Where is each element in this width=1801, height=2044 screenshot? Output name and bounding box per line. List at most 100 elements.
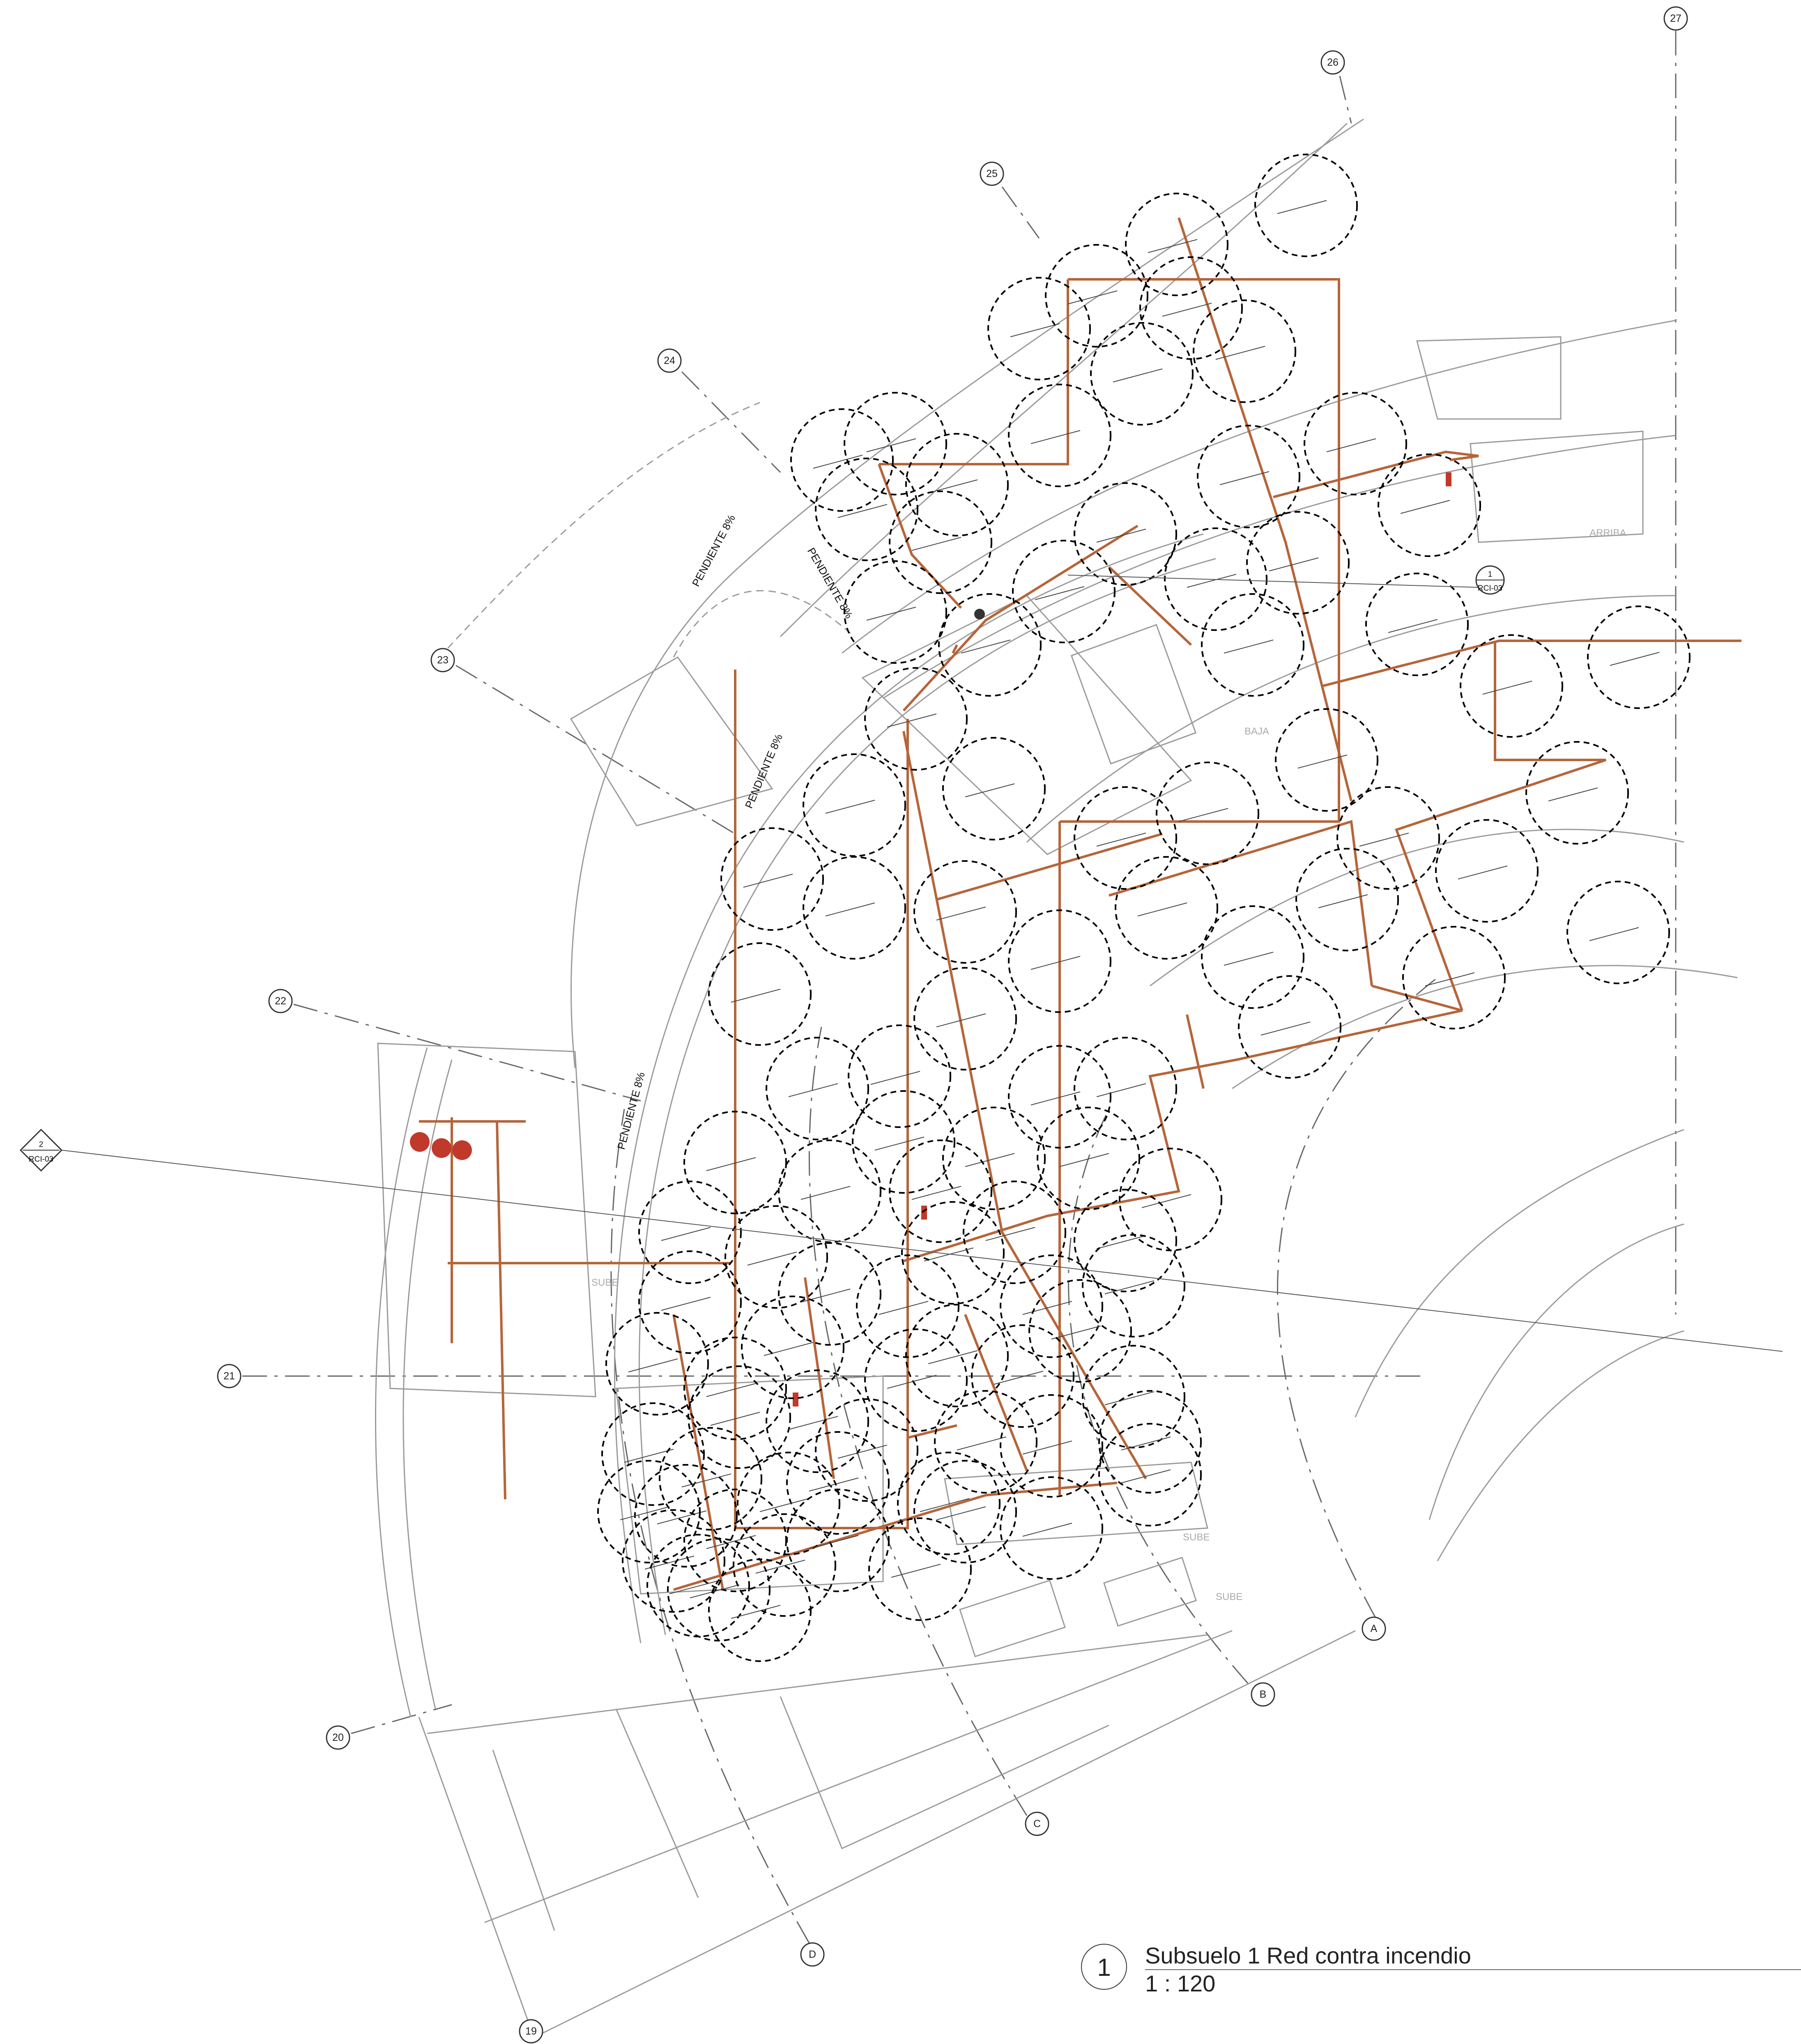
sprinkler-branch <box>1148 239 1198 253</box>
sprinkler-coverage-circle <box>942 1107 1046 1210</box>
hose-cabinet <box>974 609 985 619</box>
grid-axes <box>242 31 1677 1943</box>
sprinkler-branch <box>1096 1235 1146 1249</box>
sprinkler-branch <box>706 1383 756 1397</box>
sprinkler-coverage-circle <box>1201 593 1304 697</box>
architecture <box>375 118 1738 2038</box>
sprinkler-coverage-circle <box>1037 1107 1140 1210</box>
sprinkler-coverage-circle <box>737 1452 840 1555</box>
sprinkler-branch <box>825 800 875 814</box>
sprinkler-branch <box>1219 471 1270 485</box>
grid-bubble-20-label: 20 <box>332 1732 344 1743</box>
sprinkler-branch <box>994 1371 1044 1385</box>
sprinkler-branch <box>681 1473 731 1487</box>
sprinkler-branch <box>1067 290 1118 304</box>
drawing-title: Subsuelo 1 Red contra incendio <box>1145 1943 1471 1968</box>
grid-bubble-C: C <box>1025 1812 1049 1836</box>
grid-bubble-B: B <box>1251 1682 1275 1707</box>
sprinkler-coverage-circle <box>856 1254 959 1358</box>
sprinkler-coverage-circle <box>725 1205 828 1309</box>
sprinkler-branch <box>1137 902 1187 916</box>
title-underline <box>1145 1969 1801 1970</box>
sprinkler-branch <box>891 1564 941 1578</box>
pipe-network <box>419 217 1741 1591</box>
pressure-tank-2 <box>432 1138 451 1158</box>
drawing-scale: 1 : 120 <box>1145 1970 1216 1996</box>
sprinkler-coverage-circle <box>597 1460 701 1563</box>
sprinkler-branch <box>985 1227 1035 1241</box>
sprinkler-coverage-circle <box>1045 244 1148 348</box>
section-tag-1-sheet: RCI-03 <box>1478 584 1502 593</box>
sprinkler-branch <box>1224 640 1274 654</box>
sprinkler-branch <box>1022 1301 1072 1315</box>
sprinkler-coverage-circle <box>803 753 906 857</box>
valve-1 <box>1446 472 1451 486</box>
sprinkler-branch <box>1096 833 1146 847</box>
sprinkler-branch <box>706 1535 756 1549</box>
sprinkler-coverage-circle <box>1098 1390 1202 1494</box>
sprinkler-coverage-circle <box>1012 540 1116 643</box>
sprinkler-branch <box>1096 529 1146 543</box>
section-tag-2: 2 RCI-03 <box>19 1128 63 1172</box>
sprinkler-coverage-circle <box>667 1538 771 1641</box>
sprinkler-branch <box>1104 1391 1155 1405</box>
sprinkler-coverage-circle <box>901 1201 1005 1305</box>
sprinkler-branch <box>879 1301 929 1315</box>
sprinkler-branch <box>837 504 888 518</box>
sprinkler-coverage-circle <box>1125 193 1228 296</box>
stair-label-arriba: ARRIBA <box>1589 527 1626 539</box>
sprinkler-coverage-circle <box>913 967 1017 1070</box>
grid-bubble-22-label: 22 <box>275 995 286 1007</box>
sprinkler-coverage-circle <box>1295 848 1399 951</box>
sprinkler-branch <box>809 1535 859 1549</box>
sprinkler-coverage-circle <box>889 1139 992 1243</box>
grid-bubble-25-label: 25 <box>986 168 998 180</box>
sprinkler-branch <box>911 1186 961 1200</box>
sprinkler-branch <box>813 455 863 469</box>
sprinkler-branch <box>866 438 916 452</box>
drawing-number: 1 <box>1081 1944 1127 1990</box>
pressure-tank-1 <box>410 1132 430 1152</box>
grid-bubble-A: A <box>1362 1616 1386 1641</box>
sprinkler-branch <box>1022 1523 1072 1537</box>
sprinkler-branch <box>1458 865 1508 879</box>
sprinkler-coverage-circle <box>971 1324 1074 1428</box>
sprinkler-coverage-circle <box>605 1312 709 1416</box>
sprinkler-branch <box>957 1436 1007 1450</box>
stair-label-sube-3: SUBE <box>1216 1591 1242 1602</box>
sprinkler-coverage-circle <box>963 1181 1066 1284</box>
sprinkler-coverage-circle <box>1074 482 1177 586</box>
sprinkler-branch <box>788 1416 838 1430</box>
sprinkler-coverage-circle <box>1275 708 1378 812</box>
sprinkler-branch <box>1162 303 1212 317</box>
sprinkler-branch <box>1388 619 1438 633</box>
grid-bubble-27: 27 <box>1663 6 1688 31</box>
sprinkler-coverage-circle <box>1028 1279 1132 1383</box>
grid-bubble-20: 20 <box>326 1725 350 1750</box>
sprinkler-coverage-circle <box>868 1517 972 1621</box>
sprinkler-coverage-circle <box>683 1111 787 1214</box>
sprinkler-coverage-circle <box>889 490 992 594</box>
stair-label-sube-2: SUBE <box>1183 1532 1210 1543</box>
sprinkler-branch <box>759 1498 810 1512</box>
sprinkler-branch <box>1482 681 1532 695</box>
sprinkler-coverage-circle <box>659 1427 762 1531</box>
grid-bubble-22: 22 <box>268 989 293 1013</box>
sprinkler-coverage-circle <box>708 1558 812 1662</box>
sprinkler-branch <box>1051 1326 1101 1340</box>
sprinkler-coverage-circle <box>1402 926 1506 1029</box>
sprinkler-branch <box>706 1157 756 1171</box>
sprinkler-coverage-circle <box>720 827 824 931</box>
sprinkler-coverage-circle <box>1193 299 1296 403</box>
grid-bubbles: 27 26 25 24 23 22 21 20 19 A B C D <box>217 6 1688 2044</box>
sprinkler-branch <box>788 1083 838 1097</box>
sprinkler-coverage-circle <box>934 1390 1037 1494</box>
drawing-title-block: 1 Subsuelo 1 Red contra incendio 1 : 120 <box>1076 1939 1801 1996</box>
sprinkler-branch <box>1589 927 1639 941</box>
sprinkler-coverage-circle <box>815 1398 918 1502</box>
sprinkler-branch <box>1277 200 1327 214</box>
sprinkler-coverage-circle <box>848 1024 951 1128</box>
sprinkler-coverage-circle <box>1115 856 1218 960</box>
sprinkler-branch <box>644 1556 695 1570</box>
